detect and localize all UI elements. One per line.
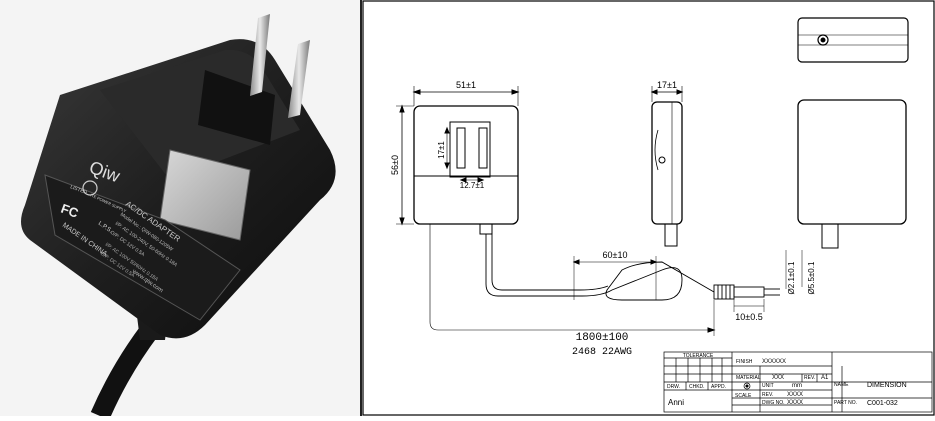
top-socket-icon: [817, 34, 829, 46]
tb-rev-value: A1: [821, 375, 829, 381]
tb-drawer-name: Anni: [668, 398, 684, 407]
front-prong-right: [478, 127, 488, 169]
front-cable-exit: [479, 223, 493, 235]
tb-drw-label: DRW.: [667, 384, 680, 390]
top-view: [797, 17, 909, 63]
tb-appd-label: APPD.: [711, 384, 726, 390]
dim-prong-length: 17±1: [437, 126, 450, 170]
tb-rev-label: REV.: [804, 375, 815, 381]
side-latch-icon: [658, 156, 666, 164]
dim-strain: 60±10: [572, 250, 658, 300]
tb-material-label: MATERIAL: [736, 375, 761, 381]
tb-finish-label: FINISH: [736, 359, 753, 365]
adapter-photo-illustration: Qiw AC/DC ADAPTER Model No.: QIW-080-120…: [21, 14, 336, 421]
side-view: 17±1: [650, 80, 684, 247]
tb-part-value: C001-032: [867, 400, 898, 407]
dim-plug-label: 10±0.5: [735, 312, 762, 322]
cable-photo: [90, 324, 159, 421]
dim-prong-length-label: 17±1: [437, 141, 446, 159]
dim-depth-label: 17±1: [657, 80, 677, 90]
plug-sleeve: [713, 284, 735, 300]
dim-d2-label: Ø5.5±0.1: [807, 261, 816, 294]
tb-name-label: NAME: [834, 382, 849, 388]
tb-part-label: PART NO.: [834, 400, 857, 406]
dim-d1-label: Ø2.1±0.1: [787, 261, 796, 294]
product-photo: Qiw AC/DC ADAPTER Model No.: QIW-080-120…: [0, 0, 362, 421]
plug-barrel: [733, 286, 765, 298]
label-plate: [44, 174, 241, 321]
dimension-drawing-svg: 51±1 56±0 17±1 12.7±1: [362, 0, 935, 416]
front-prong-left: [456, 127, 466, 169]
listed-text: LISTED: [69, 184, 88, 196]
technical-drawing: 51±1 56±0 17±1 12.7±1: [362, 0, 935, 416]
dim-diameters: Ø2.1±0.1 Ø5.5±0.1: [785, 250, 816, 294]
dim-width-label: 51±1: [456, 80, 476, 90]
dim-height-label: 56±0: [390, 155, 400, 175]
tb-rev2-value: XXXX: [787, 392, 803, 398]
cable-drawing: [485, 234, 780, 301]
tb-unit-label: UNIT: [762, 383, 774, 389]
front-prong-housing: [449, 121, 491, 178]
top-body-outline: [797, 17, 909, 63]
dim-cable-length: 1800±100 2468 22AWG: [429, 224, 716, 358]
tb-name-value: DIMENSION: [867, 382, 907, 389]
tb-tolerance: TOLERANCE: [683, 353, 714, 359]
dim-width: 51±1: [412, 80, 520, 106]
title-block: TOLERANCE FINISH XXXXXX MATERIAL XXX REV…: [663, 351, 933, 413]
tb-unit-value: mm: [792, 383, 802, 389]
dim-cable-label: 1800±100: [576, 332, 629, 344]
ul-mark-icon: [82, 180, 98, 196]
tb-dwg-label: DWG NO.: [762, 400, 785, 406]
tb-finish-value: XXXXXX: [762, 359, 786, 365]
side-cable-exit: [664, 223, 678, 247]
cable-spec-label: 2468 22AWG: [572, 347, 632, 358]
rear-cable-exit: [821, 223, 839, 249]
rear-view: [797, 99, 907, 249]
front-body-outline: [413, 105, 519, 225]
dim-plug-length: 10±0.5: [733, 299, 765, 322]
tb-scale-label: SCALE: [735, 393, 752, 399]
tb-chkd-label: CHKD.: [689, 384, 705, 390]
rear-body-outline: [797, 99, 907, 225]
drawing-border: [362, 0, 935, 416]
fc-mark-icon: FC: [59, 201, 81, 221]
tb-dwg-value: XXXX: [787, 400, 803, 406]
dim-height: 56±0: [390, 104, 414, 226]
prong-left: [250, 14, 270, 96]
tb-material-value: XXX: [772, 375, 784, 381]
tb-rev2-label: REV.: [762, 392, 773, 398]
dim-strain-label: 60±10: [603, 250, 628, 260]
front-view: [413, 105, 519, 235]
dim-prong-gap-label: 12.7±1: [460, 181, 485, 190]
metal-clip: [159, 149, 251, 241]
dim-prong-gap: 12.7±1: [459, 177, 485, 190]
prong-right: [288, 40, 310, 118]
